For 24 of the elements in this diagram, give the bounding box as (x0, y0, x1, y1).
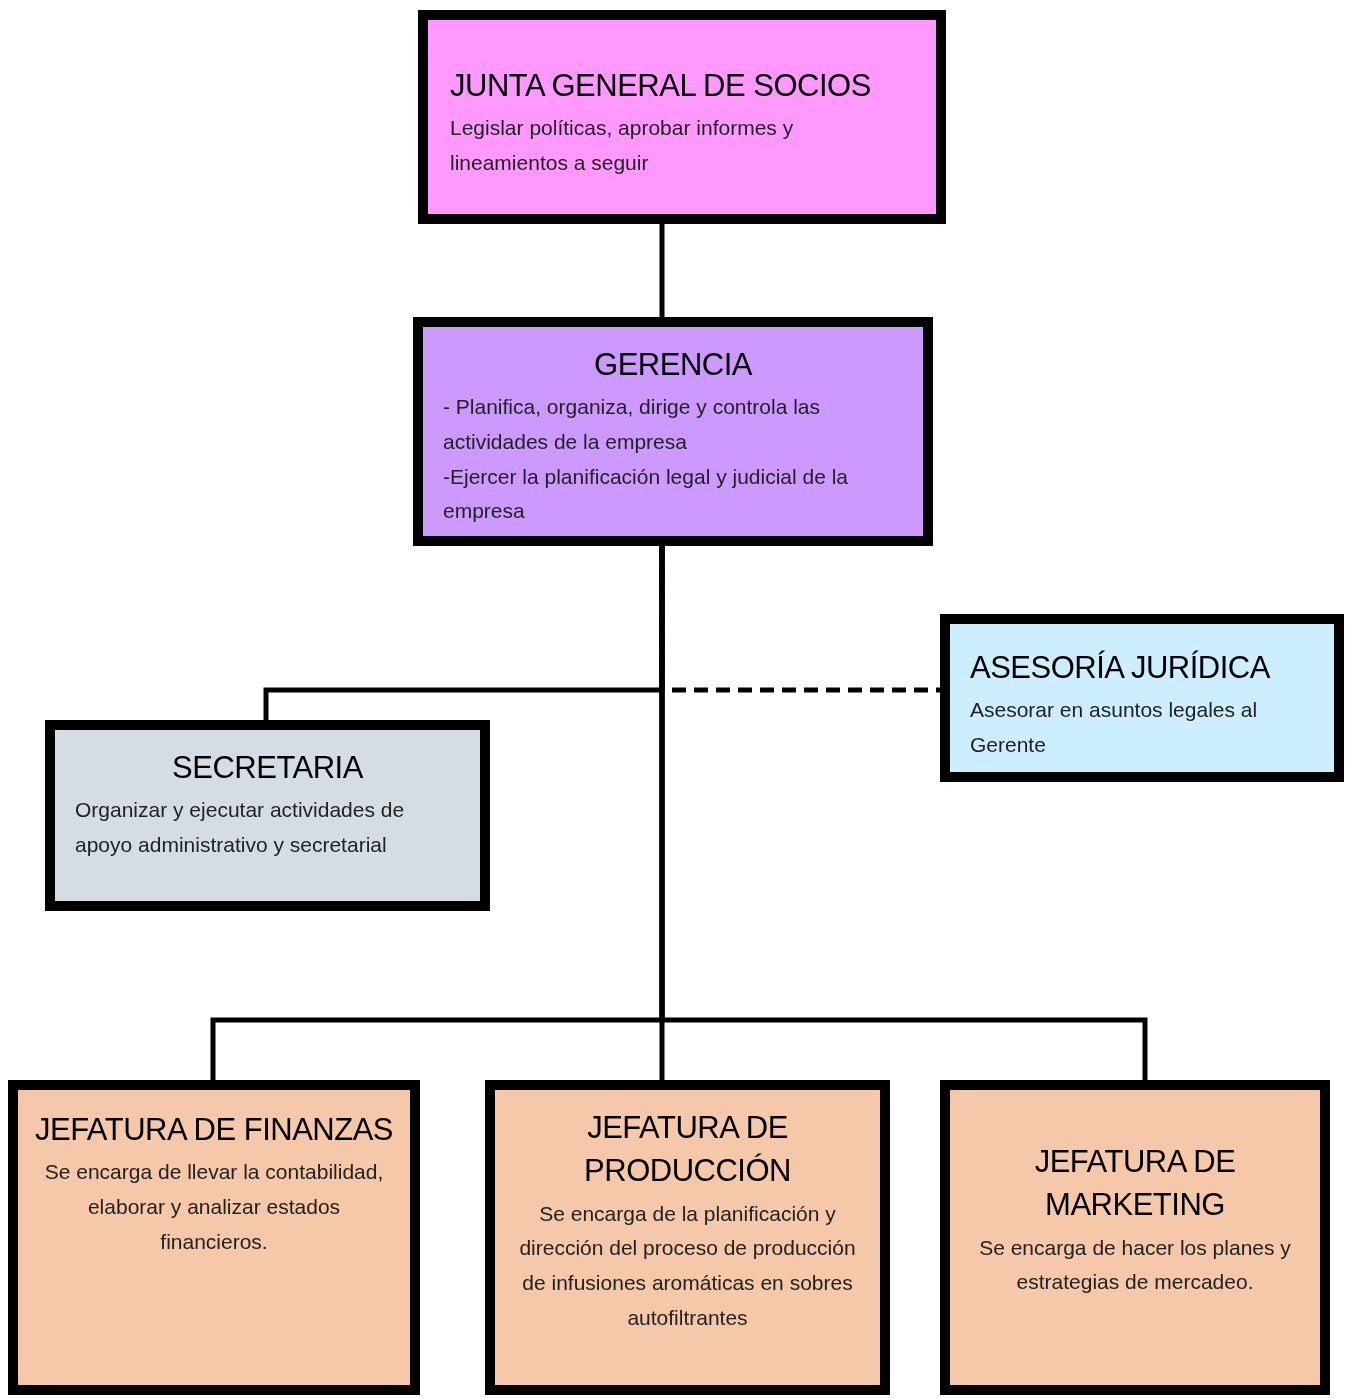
box-title: JEFATURA DE PRODUCCIÓN (583, 1109, 792, 1191)
box-title: JUNTA GENERAL DE SOCIOS (450, 67, 872, 105)
org-box (940, 1080, 1330, 1395)
org-box (8, 1080, 420, 1395)
box-title: JEFATURA DE MARKETING (1033, 1143, 1237, 1225)
box-description: Se encarga de llevar la contabilidad, elaborar y analizar estados financieros. (43, 1159, 385, 1255)
box-title: JEFATURA DE FINANZAS (33, 1111, 394, 1149)
box-description: Se encarga de hacer los planes y estrategias de mercadeo. (978, 1234, 1292, 1296)
box-description: Asesorar en asuntos legales al Gerente (970, 697, 1259, 759)
box-description: - Planifica, organiza, dirige y controla las actividades de la empresa (443, 394, 821, 456)
org-box (45, 720, 490, 911)
box-description: -Ejercer la planificación legal y judicial de la empresa (443, 463, 850, 525)
box-description: Se encarga de la planificación y dirección del proceso de producción de infusiones aromáticas en sobres autofiltrantes (518, 1200, 857, 1331)
box-title: SECRETARIA (171, 749, 364, 787)
box-description: Organizar y ejecutar actividades de apoyo administrativo y secretarial (75, 797, 406, 859)
box-title: ASESORÍA JURÍDICA (970, 649, 1271, 687)
box-title: GERENCIA (593, 346, 753, 384)
box-description: Legislar políticas, aprobar informes y lineamientos a seguir (450, 115, 795, 177)
org-box (940, 614, 1344, 782)
org-box (418, 10, 946, 224)
connector-line (659, 546, 1148, 1080)
org-box (485, 1080, 890, 1395)
connector-line (659, 224, 665, 317)
org-box (413, 317, 933, 546)
